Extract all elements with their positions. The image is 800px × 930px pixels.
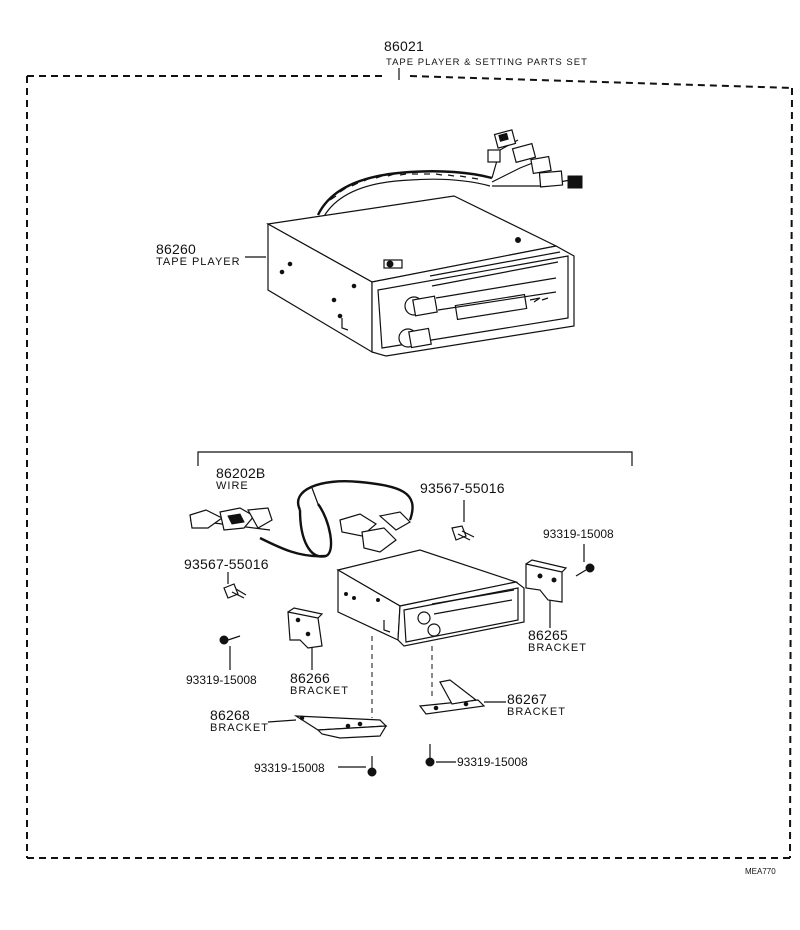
bolt-bottom-right-number: 93319-15008 [457, 755, 528, 769]
tape-player-small-illustration [336, 549, 525, 647]
bracket-86267-name: BRACKET [507, 706, 566, 718]
bracket-86265-name: BRACKET [528, 642, 587, 654]
bracket-86268-leader [267, 719, 297, 723]
bolt-left-illustration [219, 635, 241, 645]
screw-left-number: 93567-55016 [184, 556, 269, 572]
wire-harness-illustration [189, 480, 414, 558]
bolt-bottom-left-illustration [367, 756, 377, 777]
screw-top-illustration [451, 525, 475, 541]
wire-name: WIRE [216, 480, 249, 492]
bolt-bottom-left-number: 93319-15008 [254, 761, 325, 775]
bolt-left-number: 93319-15008 [186, 673, 257, 687]
bracket-86268-number: 86268 [210, 707, 250, 723]
set-boundary [26, 68, 793, 859]
bracket-86265-number: 86265 [528, 627, 568, 643]
bolt-right-top-number: 93319-15008 [543, 527, 614, 541]
bracket-86266-number: 86266 [290, 670, 330, 686]
diagram-code: MEA770 [745, 867, 776, 876]
bracket-86265-illustration [525, 559, 568, 603]
bracket-86268-illustration [293, 715, 388, 739]
header-part-number: 86021 [384, 38, 424, 54]
bolt-bottom-right-illustration [425, 744, 435, 767]
bracket-86267-number: 86267 [507, 691, 547, 707]
tape-player-name: TAPE PLAYER [156, 256, 241, 268]
bolt-right-top-illustration [575, 563, 595, 577]
setting-parts-bracket [197, 451, 633, 466]
wire-number: 86202B [216, 465, 265, 481]
bracket-86266-name: BRACKET [290, 685, 349, 697]
tape-player-number: 86260 [156, 241, 196, 257]
screw-top-number: 93567-55016 [420, 480, 505, 496]
bracket-86267-illustration [418, 679, 486, 715]
tape-player-illustration [266, 129, 583, 357]
bracket-86268-name: BRACKET [210, 722, 269, 734]
bracket-86266-illustration [287, 607, 324, 649]
header-part-name: TAPE PLAYER & SETTING PARTS SET [386, 57, 588, 68]
screw-left-illustration [223, 583, 247, 599]
